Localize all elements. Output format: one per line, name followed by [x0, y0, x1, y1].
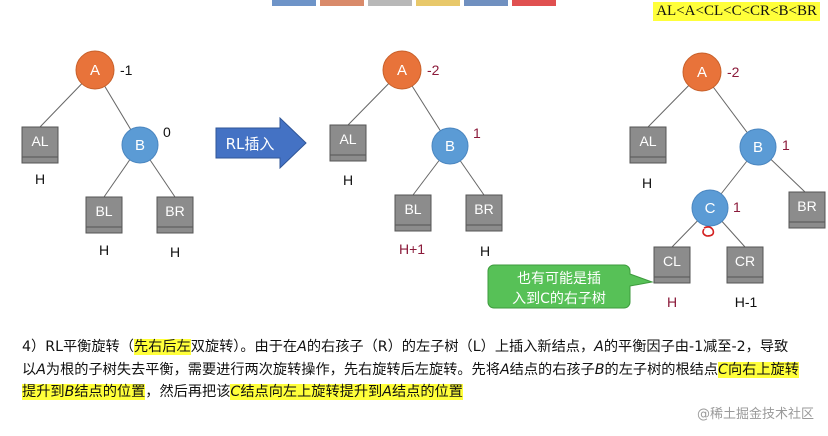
- subtree-bl-height: H: [99, 242, 109, 258]
- explanation-paragraph: 4）RL平衡旋转（先右后左双旋转）。由于在A的右孩子（R）的左子树（L）上插入新…: [22, 339, 799, 400]
- node-c-label: C: [705, 200, 716, 217]
- tree-3: A -2 B 1 C 1 AL H BR CL H CR H-1 也有可能是插 …: [487, 52, 826, 310]
- subtree-cl-label: CL: [663, 253, 681, 269]
- ink-mark: [702, 226, 715, 237]
- node-b-label: B: [135, 137, 145, 154]
- top-toolbar-fragment: [272, 0, 556, 6]
- subtree-bl-label: BL: [404, 201, 421, 217]
- callout-line-1: 也有可能是插: [517, 271, 601, 287]
- subtree-cr-label: CR: [735, 253, 755, 269]
- node-a-balance: -1: [120, 62, 133, 78]
- node-c: [691, 189, 729, 227]
- node-b: [121, 126, 159, 164]
- node-a: [682, 52, 722, 92]
- key-order-note: AL<A<CL<C<CR<B<BR: [653, 2, 820, 21]
- callout-box: 也有可能是插 入到C的右子树: [487, 264, 654, 309]
- highlight-step-2: C结点向左上旋转提升到A结点的位置: [230, 384, 463, 400]
- subtree-al-height: H: [642, 175, 652, 191]
- subtree-br-label: BR: [797, 198, 816, 214]
- arrow-label: RL插入: [226, 135, 275, 153]
- subtree-br-label: BR: [474, 201, 493, 217]
- watermark: @稀土掘金技术社区: [696, 407, 814, 422]
- node-b-label: B: [445, 138, 455, 155]
- subtree-br-label: BR: [165, 203, 184, 219]
- node-a-balance: -2: [427, 62, 440, 78]
- node-c-balance: 1: [733, 199, 741, 215]
- subtree-br-height: H: [170, 244, 180, 260]
- node-a-balance: -2: [727, 64, 740, 80]
- tree-1: A -1 B 0 AL H BL H BR H: [21, 50, 194, 260]
- subtree-cl-height: H: [667, 294, 677, 310]
- subtree-bl-height: H+1: [399, 241, 425, 257]
- subtree-al-label: AL: [31, 133, 48, 149]
- node-a-label: A: [697, 64, 707, 81]
- node-b: [739, 128, 777, 166]
- subtree-br-height: H: [480, 243, 490, 259]
- rl-insert-arrow: RL插入: [215, 116, 307, 170]
- node-a: [382, 50, 422, 90]
- node-b-balance: 1: [473, 125, 481, 141]
- subtree-bl-label: BL: [95, 203, 112, 219]
- highlight-right-then-left: 先右后左: [133, 339, 191, 355]
- node-b-balance: 0: [163, 124, 171, 140]
- subtree-al-height: H: [343, 172, 353, 188]
- node-b-balance: 1: [782, 137, 790, 153]
- node-b: [431, 127, 469, 165]
- subtree-al-height: H: [35, 171, 45, 187]
- callout-line-2: 入到C的右子树: [512, 291, 606, 307]
- node-b-label: B: [753, 139, 763, 156]
- node-a-label: A: [90, 62, 100, 79]
- subtree-al-label: AL: [639, 133, 656, 149]
- subtree-al-label: AL: [339, 131, 356, 147]
- node-a: [75, 50, 115, 90]
- node-a-label: A: [397, 62, 407, 79]
- subtree-cr-height: H-1: [735, 294, 758, 310]
- tree-2: A -2 B 1 AL H BL H+1 BR H: [329, 50, 503, 259]
